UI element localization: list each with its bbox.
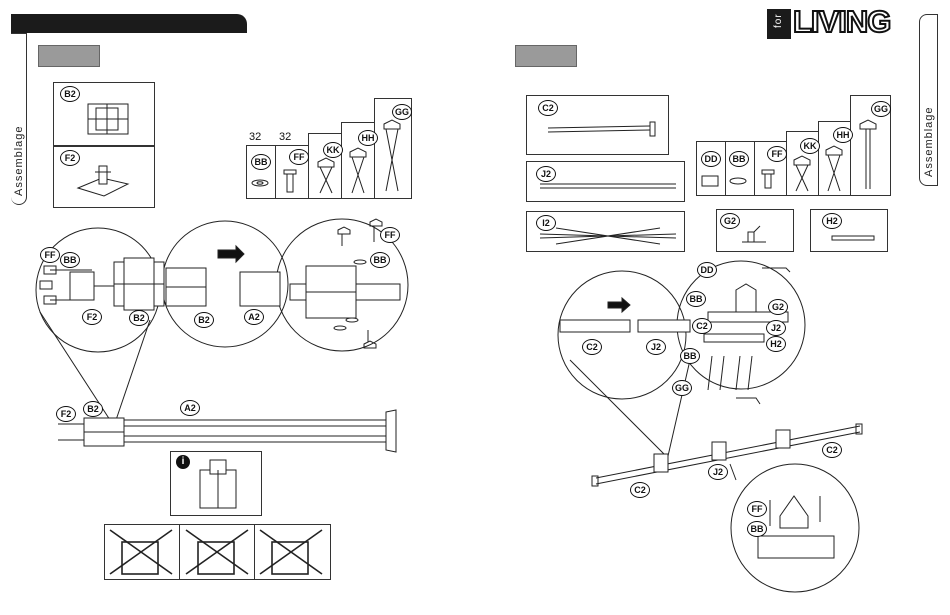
wrong-assembly-crosses [110, 530, 322, 574]
tag-bb-bracket-top: BB [686, 291, 706, 307]
tag-dd-bracket: DD [697, 262, 717, 278]
tag-f2-exploded: F2 [82, 309, 102, 325]
tag-kk-hw-right: KK [800, 138, 820, 154]
tag-hh-hw: HH [358, 130, 378, 146]
g2-bracket-drawing [742, 226, 766, 242]
tag-gg-hw: GG [392, 104, 412, 120]
long-rail-assembly-right [592, 424, 862, 486]
j2-rail-drawing [540, 184, 676, 188]
tag-ff-joint: FF [380, 227, 400, 243]
tag-j2-bracket: J2 [766, 320, 786, 336]
tag-bb-joint: BB [370, 252, 390, 268]
tag-b2-rail: B2 [83, 401, 103, 417]
tag-ff-hw: FF [289, 149, 309, 165]
h2-bar-drawing [832, 236, 874, 240]
tag-b2-joint: B2 [194, 312, 214, 328]
tag-f2-box: F2 [60, 150, 80, 166]
tag-h2-bracket: H2 [766, 336, 786, 352]
bracket-detail-right [758, 496, 834, 558]
tag-b2-exploded: B2 [129, 310, 149, 326]
tag-c2-bracket: C2 [692, 318, 712, 334]
tag-c2-rail-right: C2 [822, 442, 842, 458]
correct-orientation-drawing [200, 460, 236, 508]
long-rail-a2 [58, 410, 396, 452]
rail-joint-2 [166, 246, 280, 306]
f2-foot-drawing [78, 166, 128, 196]
i2-rail-drawing [540, 228, 676, 244]
tag-a2-rail: A2 [180, 400, 200, 416]
c2-rail-drawing [548, 122, 655, 136]
tag-gg-hw-right: GG [871, 101, 891, 117]
tag-bb-hw: BB [251, 154, 271, 170]
tag-kk-hw: KK [323, 142, 343, 158]
tag-a2-joint: A2 [244, 309, 264, 325]
tag-dd-hw: DD [701, 151, 721, 167]
tag-f2-rail: F2 [56, 406, 76, 422]
tag-ff-detail: FF [747, 501, 767, 517]
exploded-b2 [40, 258, 164, 310]
tag-bb-detail: BB [747, 521, 767, 537]
zoom-leader-right-2 [730, 464, 736, 480]
tag-ff-exploded: FF [40, 247, 60, 263]
tag-b2-box: B2 [60, 86, 80, 102]
tag-c2-joint: C2 [582, 339, 602, 355]
tag-gg-bracket: GG [672, 380, 692, 396]
tag-hh-hw-right: HH [833, 127, 853, 143]
tag-c2-box: C2 [538, 100, 558, 116]
tag-j2-box: J2 [536, 166, 556, 182]
tag-g2-bracket: G2 [768, 299, 788, 315]
b2-connector-drawing [88, 104, 128, 134]
zoom-circle-4 [558, 271, 686, 399]
tag-ff-hw-right: FF [767, 146, 787, 162]
tag-j2-joint: J2 [646, 339, 666, 355]
tag-h2-box: H2 [822, 213, 842, 229]
tag-bb-bracket: BB [680, 348, 700, 364]
tag-c2-rail-left: C2 [630, 482, 650, 498]
tag-bb-hw-right: BB [729, 151, 749, 167]
tag-bb-exploded: BB [60, 252, 80, 268]
hw-left-drawings [252, 120, 400, 193]
tag-j2-rail: J2 [708, 464, 728, 480]
rail-joint-right [560, 298, 690, 332]
tag-i2-box: I2 [536, 215, 556, 231]
tag-g2-box: G2 [720, 213, 740, 229]
